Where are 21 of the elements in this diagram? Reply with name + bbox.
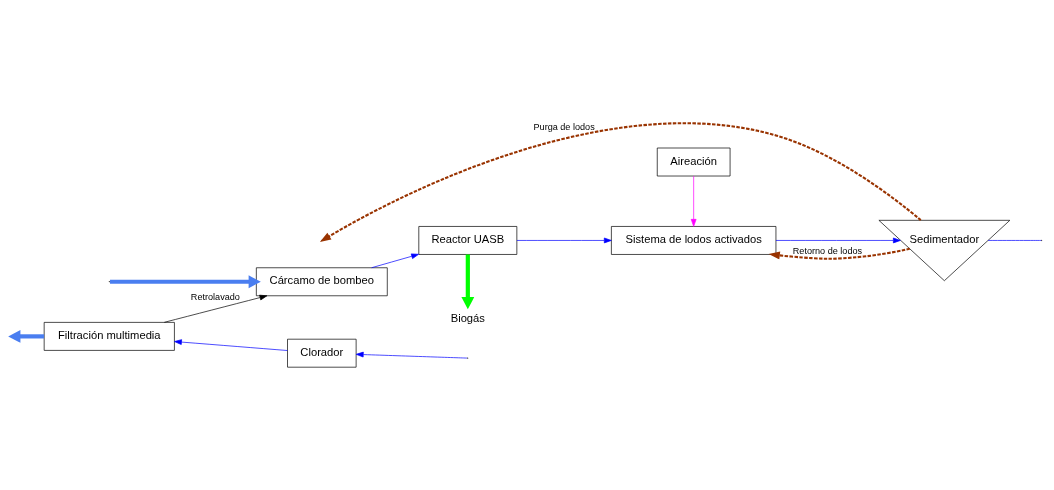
arrow	[371, 253, 419, 269]
edge-label: Retrolavado	[190, 291, 240, 302]
node-box: Filtración multimedia	[43, 322, 175, 351]
node-text: Biogás	[450, 311, 485, 324]
node-box: Cárcamo de bombeo	[256, 267, 388, 297]
arrow	[775, 237, 901, 244]
arrow	[110, 275, 261, 289]
node-box: Reactor UASB	[418, 226, 518, 255]
edge-label: Purga de lodos	[533, 122, 595, 133]
arrow	[164, 294, 268, 323]
arrow	[461, 254, 475, 310]
connector	[987, 240, 1042, 241]
arrow	[690, 175, 697, 227]
node-box: Clorador	[287, 338, 357, 368]
arrow	[516, 237, 612, 244]
arrow	[768, 247, 910, 260]
arrow	[174, 339, 288, 351]
arrow	[355, 351, 468, 359]
node-box: Sistema de lodos activados	[611, 226, 777, 255]
node-box: Aireación	[656, 147, 731, 177]
edge-label: Retorno de lodos	[792, 246, 863, 257]
